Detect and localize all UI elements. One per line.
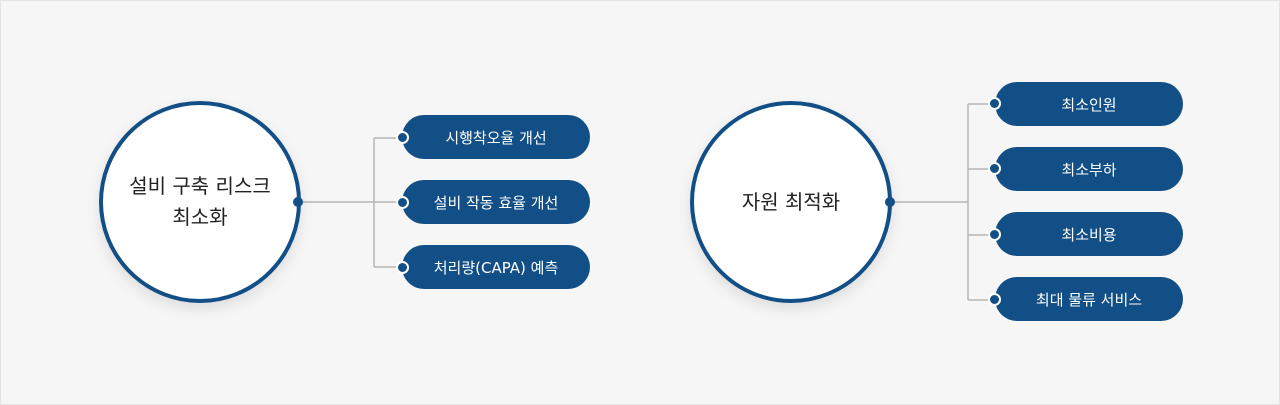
group-1-item-1: 시행착오율 개선 xyxy=(402,115,590,159)
group-2-item-1-label: 최소인원 xyxy=(1061,95,1117,114)
group-1-item-1-node xyxy=(396,131,409,144)
group-1-item-3-label: 처리량(CAPA) 예측 xyxy=(433,258,559,277)
group-2-item-4-label: 최대 물류 서비스 xyxy=(1035,290,1143,309)
group-1-item-2-node xyxy=(396,196,409,209)
group-1-circle-node xyxy=(293,197,303,207)
group-1-title: 설비 구축 리스크 최소화 xyxy=(129,174,271,229)
group-2-connectors xyxy=(890,103,994,301)
group-2-item-1-node xyxy=(988,97,1001,110)
group-1-item-3-node xyxy=(396,261,409,274)
group-2-item-4: 최대 물류 서비스 xyxy=(995,277,1183,321)
group-1-item-2: 설비 작동 효율 개선 xyxy=(402,180,590,224)
group-2-title: 자원 최적화 xyxy=(741,189,841,214)
group-1-item-2-label: 설비 작동 효율 개선 xyxy=(433,193,559,212)
group-1-item-1-label: 시행착오율 개선 xyxy=(445,128,547,147)
group-2-item-1: 최소인원 xyxy=(995,82,1183,126)
group-2-item-2-node xyxy=(988,162,1001,175)
group-2-item-2: 최소부하 xyxy=(995,147,1183,191)
group-1-circle: 설비 구축 리스크 최소화 xyxy=(99,101,301,303)
group-1-item-3: 처리량(CAPA) 예측 xyxy=(402,245,590,289)
group-1-connectors xyxy=(298,137,402,268)
group-2-circle: 자원 최적화 xyxy=(690,101,892,303)
group-2-item-4-node xyxy=(988,293,1001,306)
group-2-circle-node xyxy=(885,197,895,207)
group-2-item-3-label: 최소비용 xyxy=(1061,225,1117,244)
group-2-item-3-node xyxy=(988,228,1001,241)
group-2-item-2-label: 최소부하 xyxy=(1061,160,1117,179)
group-2-item-3: 최소비용 xyxy=(995,212,1183,256)
